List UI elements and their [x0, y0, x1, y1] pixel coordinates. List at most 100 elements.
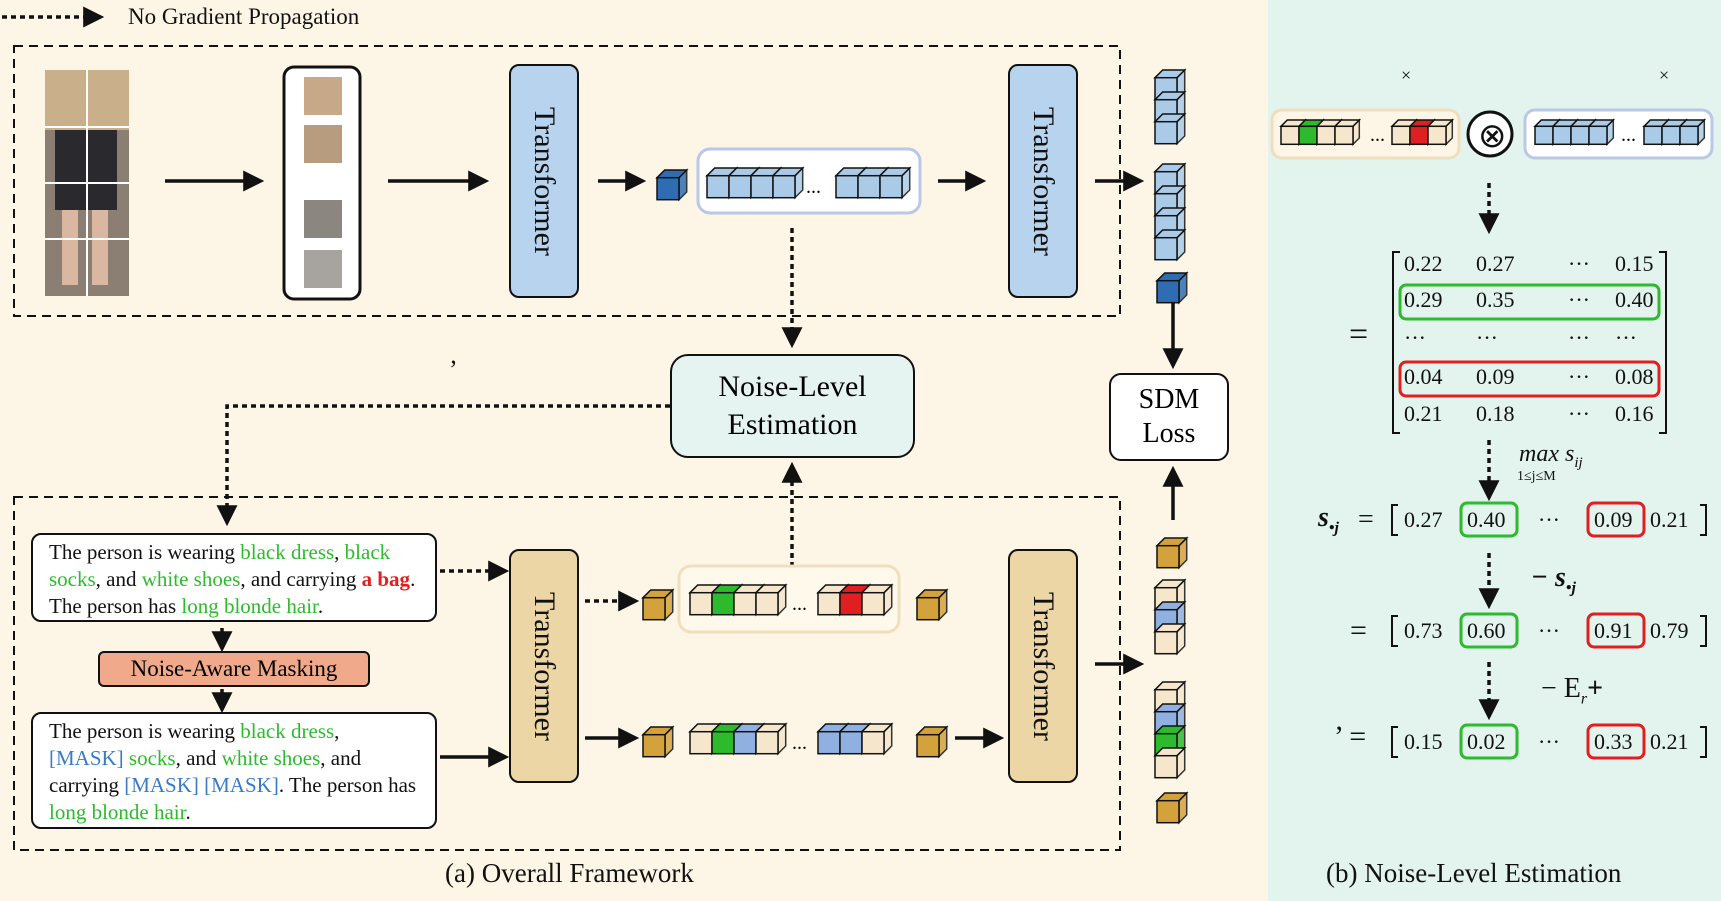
- matrix-cell: 0.15: [1615, 251, 1654, 276]
- max-range: 1≤j≤M: [1517, 469, 1556, 484]
- image-feature-cube: [1153, 112, 1187, 146]
- matrix-cell: 0.35: [1476, 287, 1515, 312]
- text-transformer-2: Transformer: [1008, 549, 1078, 783]
- text-segment: white shoes: [141, 567, 241, 591]
- noise-level-estimation-box: Noise-Level Estimation: [670, 354, 915, 458]
- ellipsis: ...: [806, 176, 821, 198]
- comma-mark: ’: [449, 355, 458, 384]
- text-segment: a bag: [361, 567, 411, 591]
- text-cls-token: [915, 588, 949, 622]
- sdm-loss-box: SDM Loss: [1109, 373, 1229, 461]
- sdm-loss-line1: SDM: [1138, 384, 1200, 415]
- token-cube: [878, 166, 912, 200]
- matrix-positive-row-highlight: [1398, 283, 1661, 321]
- ellipsis: ...: [1370, 124, 1385, 146]
- text-global-feature: [1155, 791, 1189, 825]
- text-transformer-1-label: Transformer: [528, 591, 561, 741]
- vector-value: 0.15: [1404, 729, 1443, 754]
- text-transformer-1: Transformer: [509, 549, 579, 783]
- noise-aware-masking-label: Noise-Aware Masking: [130, 656, 338, 681]
- matrix-cell: 0.29: [1404, 287, 1443, 312]
- matrix-cell: 0.16: [1615, 401, 1654, 426]
- image-transformer-2: Transformer: [1008, 64, 1078, 298]
- original-text-card: The person is wearing black dress, black…: [31, 533, 437, 622]
- text-segment: white shoes: [221, 746, 321, 770]
- matrix-cell: 0.27: [1476, 251, 1515, 276]
- text-segment: , and: [95, 567, 142, 591]
- vector-value: 0.21: [1650, 729, 1689, 754]
- vector-value: ···: [1538, 618, 1560, 643]
- vector-value: 0.73: [1404, 618, 1443, 643]
- image-branch-frame: [13, 45, 1121, 317]
- text-segment: socks: [128, 746, 176, 770]
- times-mark-left: ×: [1401, 65, 1412, 85]
- sdm-loss-line2: Loss: [1142, 418, 1196, 449]
- text-segment: [MASK]: [49, 746, 129, 770]
- token-cube: [1587, 118, 1616, 147]
- matrix-cell: 0.21: [1404, 401, 1443, 426]
- token-cube: [1426, 118, 1455, 147]
- noise-aware-masking-box: Noise-Aware Masking: [98, 651, 370, 687]
- vector-value: 0.33: [1594, 729, 1633, 754]
- text-segment: ,: [334, 540, 345, 564]
- image-global-feature: [1155, 271, 1189, 305]
- text-segment: .: [185, 800, 191, 824]
- s-j-equals: =: [1358, 504, 1374, 535]
- noise-level-estimation-line2: Estimation: [727, 408, 858, 441]
- minus-s-j-sub: •j: [1565, 579, 1576, 597]
- max-sub: ij: [1574, 454, 1583, 471]
- text-cls-token: [915, 725, 949, 759]
- matrix-equals: =: [1349, 316, 1369, 353]
- matrix-cell: ···: [1568, 287, 1590, 312]
- text-segment: The person is wearing: [49, 719, 241, 743]
- text-global-feature: [1155, 536, 1189, 570]
- matrix-cell: ···: [1568, 251, 1590, 276]
- minus-s-j-symbol: − s: [1531, 562, 1566, 593]
- max-operator: max sij: [1519, 441, 1583, 472]
- s-j-symbol: s: [1318, 502, 1329, 533]
- token-cube: [754, 722, 788, 756]
- image-transformer-1: Transformer: [509, 64, 579, 298]
- otimes-symbol: ⊗: [1478, 118, 1507, 155]
- minus-er-sub: r: [1580, 690, 1588, 708]
- max-label: max s: [1519, 441, 1575, 467]
- text-transformer-2-label: Transformer: [1027, 591, 1060, 741]
- vector-value: 0.27: [1404, 507, 1443, 532]
- matrix-cell: 0.18: [1476, 401, 1515, 426]
- vector-value: 0.21: [1650, 507, 1689, 532]
- ellipsis: ...: [792, 732, 807, 754]
- text-segment: black dress: [240, 719, 335, 743]
- text-cls-token: [641, 588, 675, 622]
- outer-product-operator: [1466, 110, 1514, 158]
- image-feature-cube: [1153, 228, 1187, 262]
- caption-noise-level: (b) Noise-Level Estimation: [1326, 858, 1622, 888]
- matrix-cell: ···: [1568, 364, 1590, 389]
- caption-overall: (a) Overall Framework: [445, 858, 694, 888]
- text-branch-frame: [13, 496, 1121, 851]
- vector-value: 0.91: [1594, 618, 1633, 643]
- matrix-right-bracket: [1659, 251, 1667, 434]
- ellipsis: ...: [1621, 124, 1636, 146]
- vector-value: ···: [1538, 507, 1560, 532]
- matrix-cell: 0.09: [1476, 364, 1515, 389]
- final-prefix: ’ =: [1334, 720, 1367, 753]
- s-j-label: s•j: [1318, 502, 1339, 538]
- token-cube: [771, 166, 805, 200]
- image-cls-token: [655, 168, 689, 202]
- vector-brackets: [1391, 504, 1707, 758]
- matrix-noisy-row-highlight: [1398, 360, 1661, 398]
- token-cube: [860, 583, 894, 617]
- vector-value: ···: [1538, 729, 1560, 754]
- noise-level-estimation-line1: Noise-Level: [718, 370, 867, 403]
- vector-value: 0.60: [1467, 618, 1506, 643]
- text-feature-cube: [1153, 622, 1187, 656]
- matrix-cell: ···: [1568, 325, 1590, 350]
- diff-equals: =: [1350, 614, 1367, 647]
- matrix-cell: ···: [1404, 325, 1426, 350]
- text-segment: The person is wearing: [49, 540, 241, 564]
- text-feature-cube: [1153, 746, 1187, 780]
- matrix-cell: ···: [1615, 325, 1637, 350]
- masked-text-card: The person is wearing black dress, [MASK…: [31, 712, 437, 829]
- vector-value: 0.79: [1650, 618, 1689, 643]
